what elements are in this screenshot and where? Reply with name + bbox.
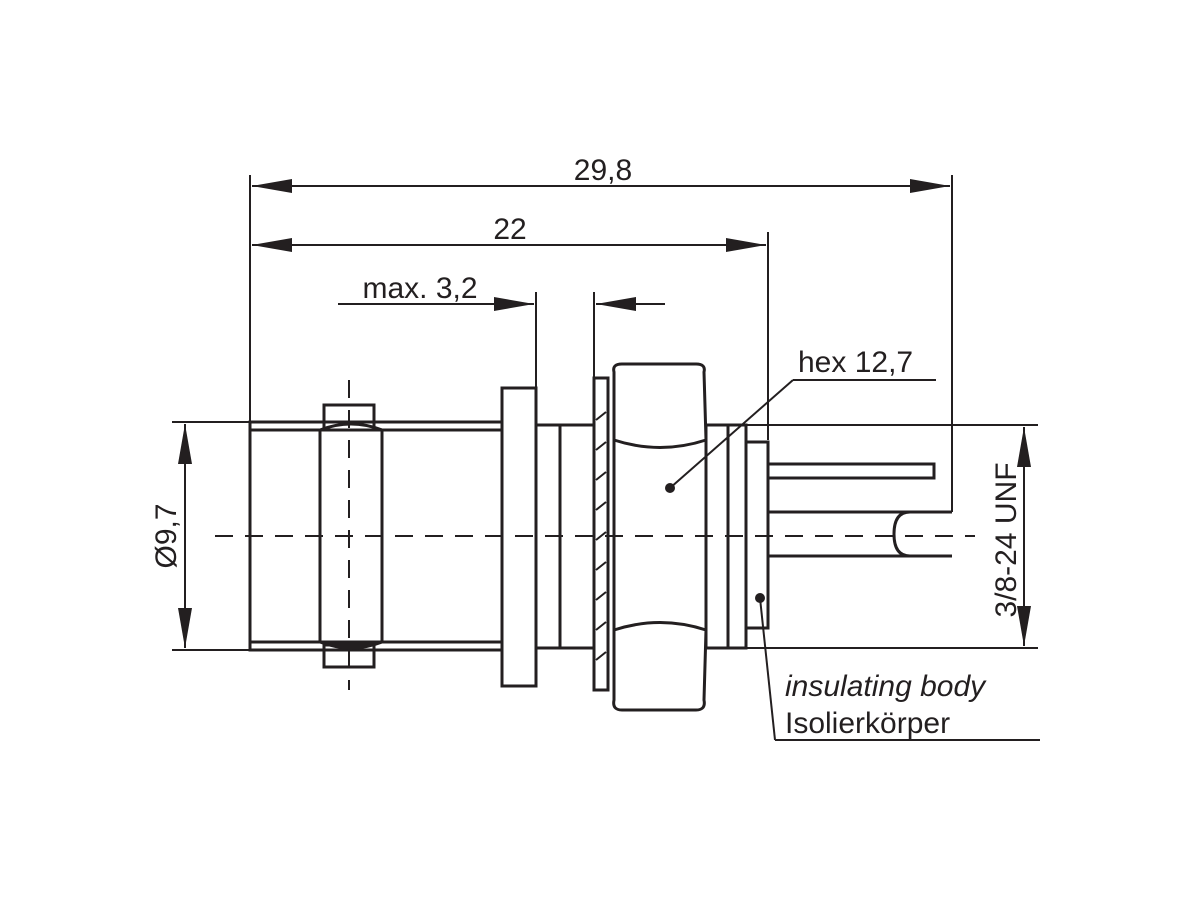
overall-length-label: 29,8 <box>574 154 632 187</box>
callout-hex: hex 12,7 <box>665 346 936 493</box>
dimension-thread: 3/8-24 UNF <box>706 424 1038 649</box>
body-length-label: 22 <box>493 213 526 246</box>
dimension-panel-thickness: max. 3,2 <box>338 272 665 390</box>
insulating-body-label: insulating body <box>785 670 987 703</box>
centerlines <box>215 380 975 690</box>
hex-nut <box>612 362 708 712</box>
thread-label: 3/8-24 UNF <box>990 462 1023 617</box>
diameter-label: Ø9,7 <box>150 503 183 568</box>
lock-washer <box>592 376 610 692</box>
dimension-diameter: Ø9,7 <box>150 421 250 651</box>
hex-size-label: hex 12,7 <box>798 346 913 379</box>
dimension-body-length: 22 <box>252 213 769 440</box>
callout-insulating-body: insulating body Isolierkörper <box>755 593 1040 741</box>
contact-pins <box>766 462 952 558</box>
panel-thickness-label: max. 3,2 <box>362 272 477 305</box>
isolierkoerper-label: Isolierkörper <box>785 707 950 740</box>
dimension-overall-length: 29,8 <box>249 154 953 650</box>
